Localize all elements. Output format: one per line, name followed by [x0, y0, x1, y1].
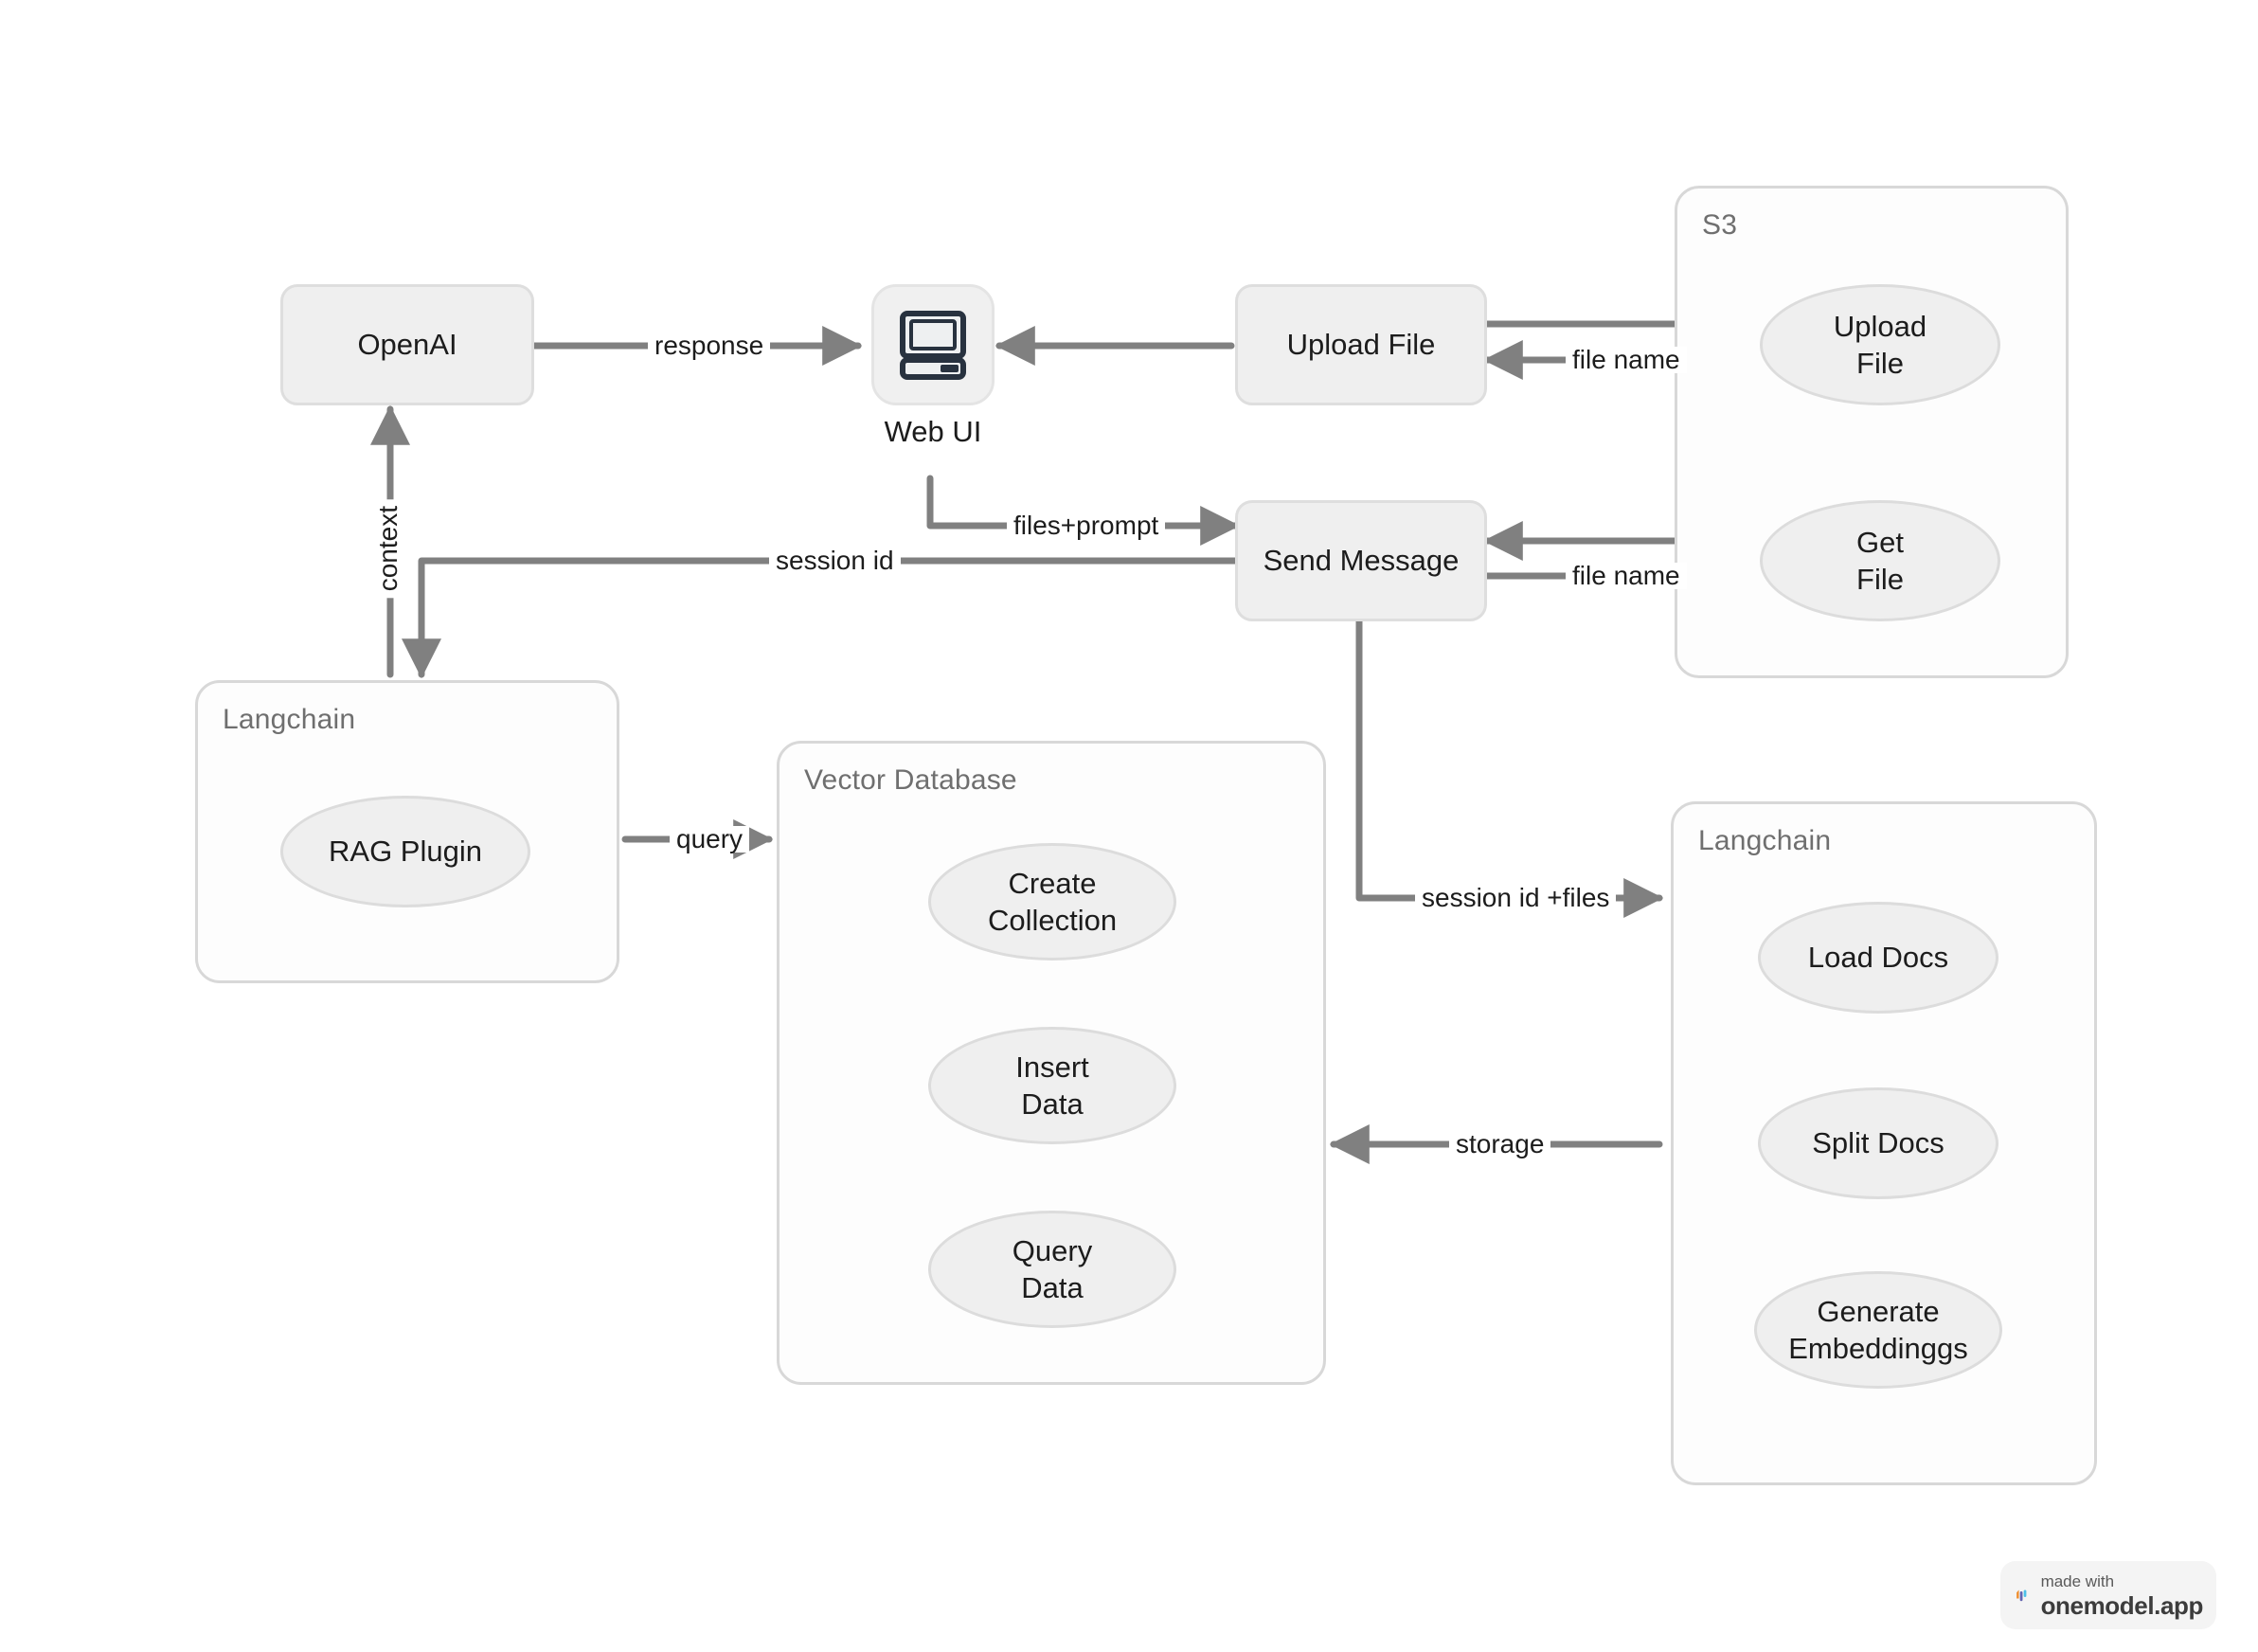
node-s3-get-file-line2: File: [1856, 563, 1904, 596]
node-send-message-label: Send Message: [1263, 544, 1460, 578]
node-upload-file[interactable]: Upload File: [1235, 284, 1487, 405]
node-insert-data[interactable]: Insert Data: [928, 1027, 1176, 1144]
group-langchain-left-label: Langchain: [223, 704, 356, 735]
edge-label-files-prompt: files+prompt: [1007, 512, 1166, 539]
node-s3-upload-file-line1: Upload: [1833, 309, 1927, 343]
node-rag-plugin[interactable]: RAG Plugin: [280, 796, 530, 907]
onemodel-logo-icon: [2016, 1589, 2027, 1602]
node-s3-upload-file[interactable]: Upload File: [1760, 284, 2000, 405]
node-create-collection-line2: Collection: [987, 904, 1118, 937]
node-query-data[interactable]: Query Data: [928, 1211, 1176, 1328]
monitor-icon: [900, 311, 966, 380]
node-split-docs[interactable]: Split Docs: [1758, 1087, 1998, 1199]
edge-label-context: context: [373, 499, 403, 599]
node-generate-embeddings[interactable]: Generate Embeddinggs: [1754, 1271, 2002, 1389]
node-generate-embeddings-line1: Generate: [1817, 1294, 1940, 1328]
node-load-docs-label: Load Docs: [1807, 941, 1949, 975]
node-openai[interactable]: OpenAI: [280, 284, 534, 405]
node-query-data-line2: Data: [1021, 1271, 1084, 1304]
edge-label-query: query: [670, 826, 750, 853]
watermark-badge[interactable]: made with onemodel.app: [2000, 1561, 2216, 1629]
edge-label-session-id: session id: [769, 548, 901, 574]
node-create-collection[interactable]: Create Collection: [928, 843, 1176, 961]
node-openai-label: OpenAI: [357, 328, 457, 362]
node-load-docs[interactable]: Load Docs: [1758, 902, 1998, 1014]
node-upload-file-label: Upload File: [1286, 328, 1436, 362]
group-vector-database-label: Vector Database: [804, 764, 1017, 796]
watermark-brand: onemodel.app: [2040, 1590, 2204, 1620]
node-query-data-line1: Query: [1012, 1233, 1093, 1267]
edge-label-storage: storage: [1449, 1131, 1551, 1158]
node-insert-data-line2: Data: [1021, 1087, 1084, 1121]
node-split-docs-label: Split Docs: [1812, 1126, 1944, 1160]
group-s3-label: S3: [1702, 209, 1738, 241]
edge-label-file-name-get: file name: [1566, 563, 1687, 589]
watermark-made-with: made with: [2040, 1571, 2115, 1590]
group-langchain-right-label: Langchain: [1698, 825, 1832, 856]
node-s3-get-file[interactable]: Get File: [1760, 500, 2000, 621]
edge-sendmessage-to-langchain-right: [1355, 617, 1664, 918]
edge-label-response: response: [648, 332, 771, 359]
node-create-collection-line1: Create: [1008, 866, 1097, 900]
node-s3-upload-file-line2: File: [1856, 347, 1904, 380]
node-web-ui-caption: Web UI: [884, 415, 982, 448]
edge-label-file-name-upload: file name: [1566, 347, 1687, 373]
node-web-ui[interactable]: [871, 284, 995, 405]
edge-sendmessage-to-langchain-left: [402, 557, 1240, 679]
edge-label-session-id-files: session id +files: [1415, 885, 1617, 911]
node-rag-plugin-label: RAG Plugin: [329, 835, 482, 869]
node-insert-data-line1: Insert: [1015, 1050, 1089, 1084]
node-s3-get-file-line1: Get: [1856, 525, 1904, 559]
node-send-message[interactable]: Send Message: [1235, 500, 1487, 621]
node-generate-embeddings-line2: Embeddinggs: [1788, 1332, 1968, 1365]
